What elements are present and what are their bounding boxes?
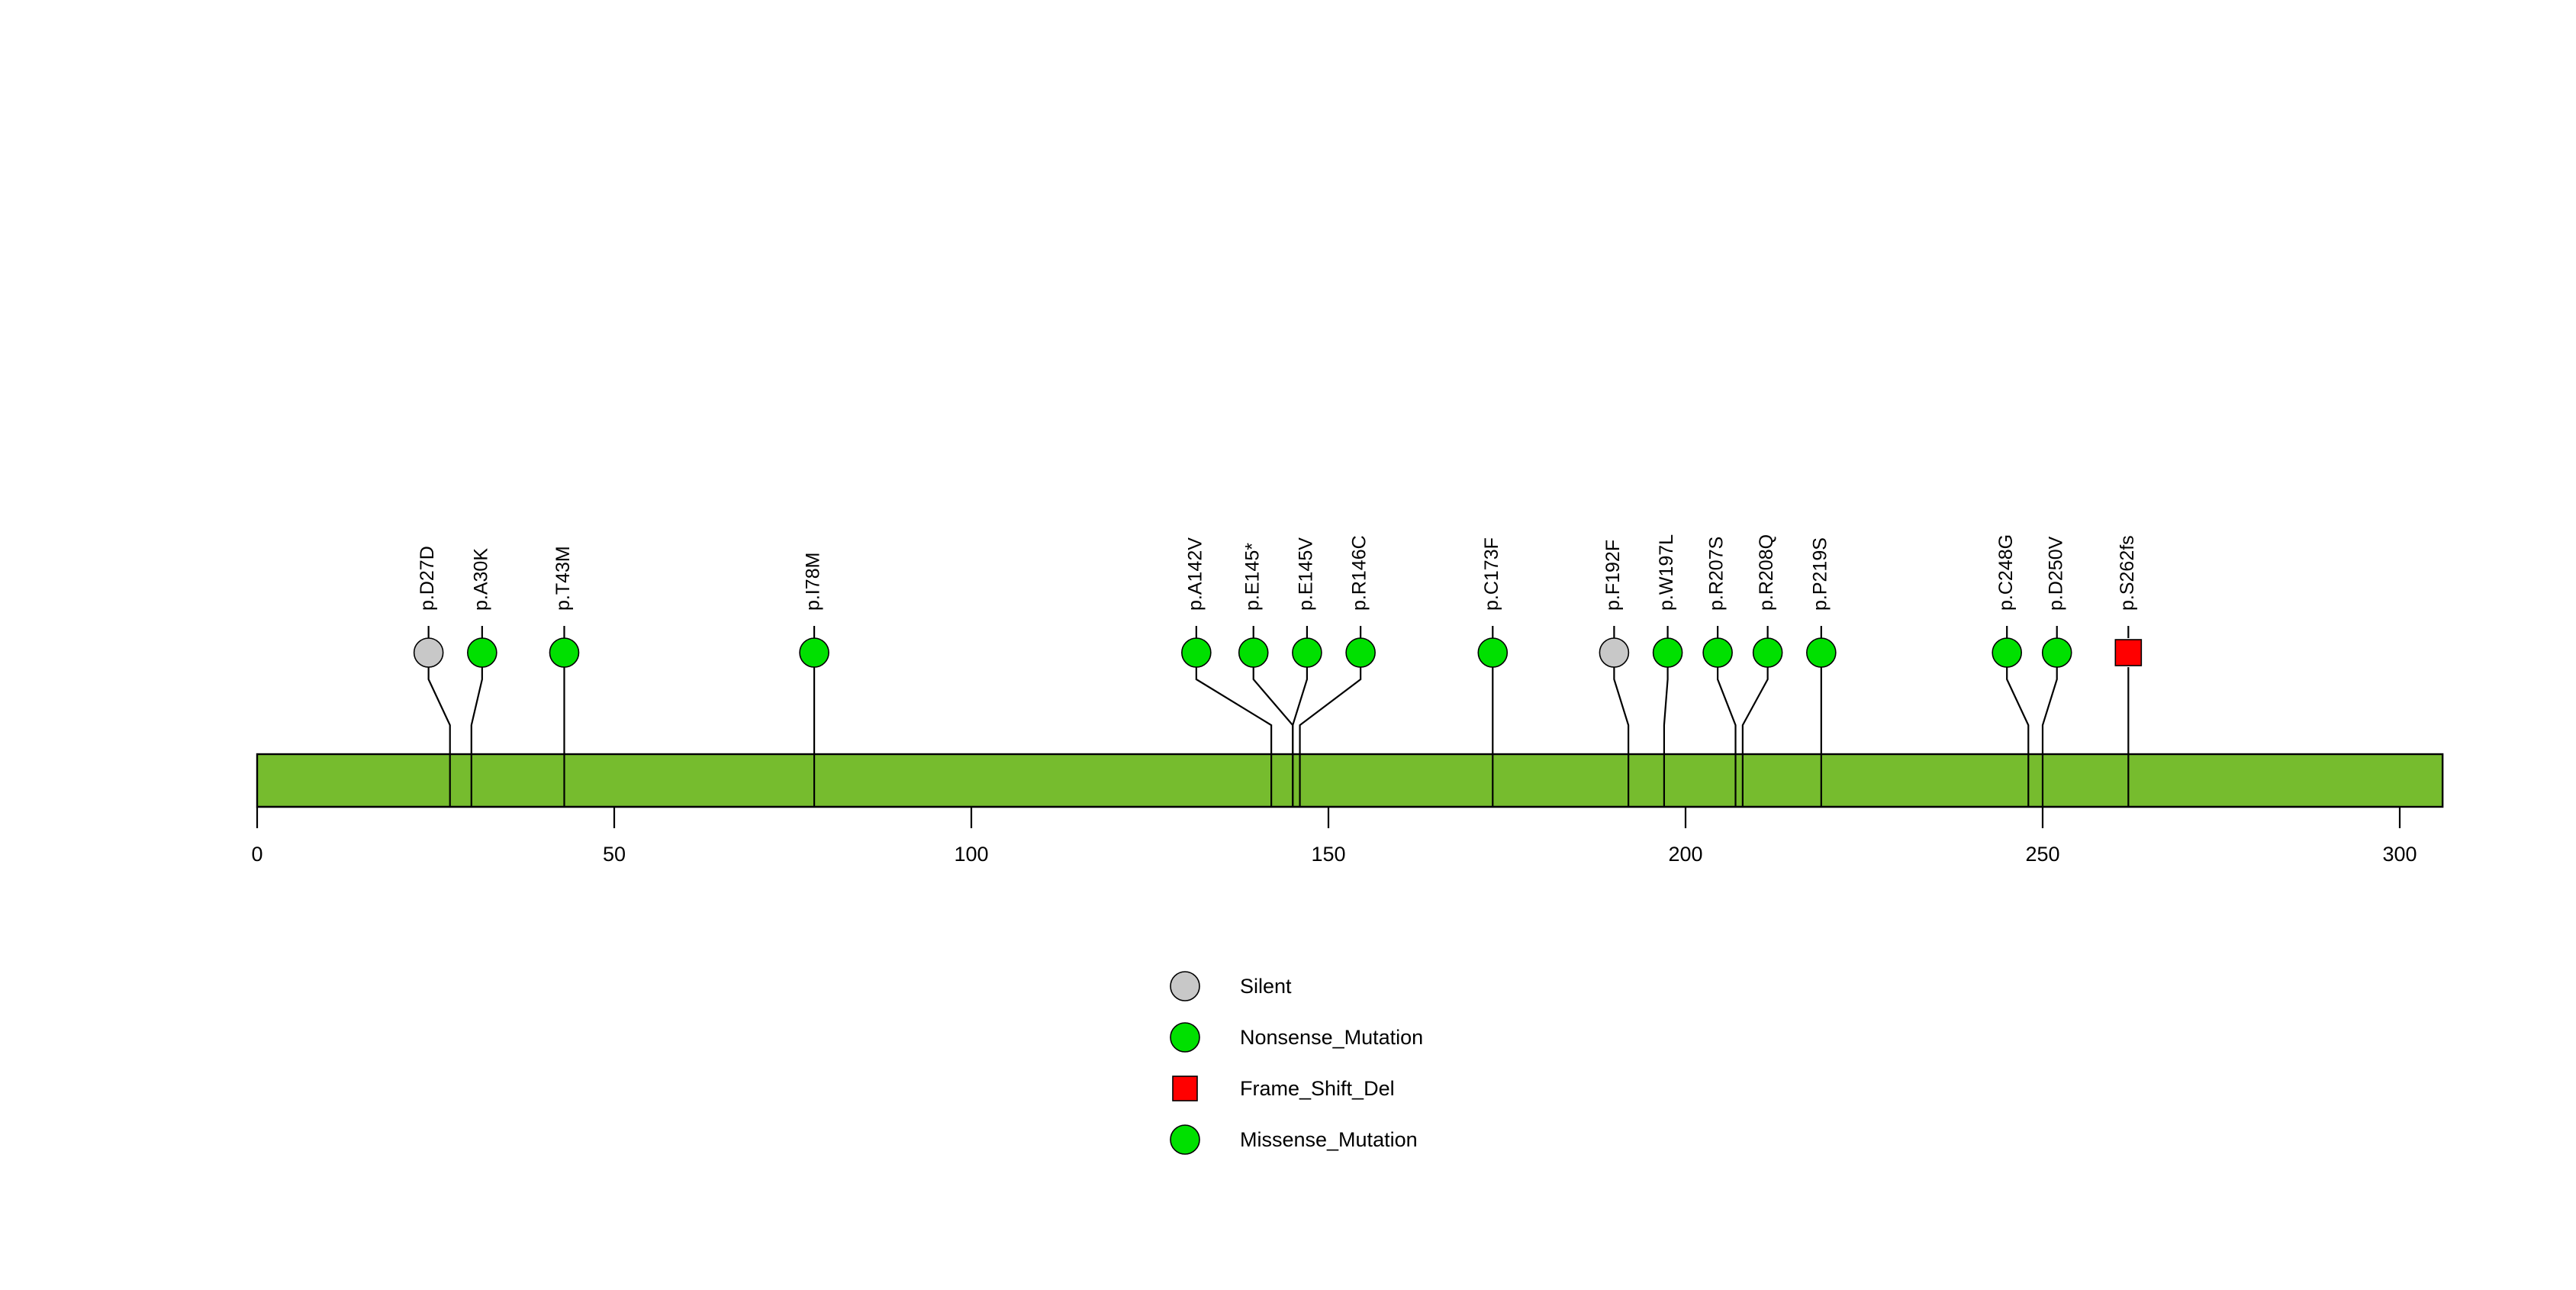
lollipop-marker-square[interactable] [2114,639,2143,666]
lollipop-stem [1717,667,1737,807]
x-axis-tick-label: 100 [954,843,988,866]
lollipop-stem [427,667,451,807]
legend-swatch-circle [1170,1022,1200,1053]
x-axis-tick-label: 150 [1311,843,1345,866]
x-axis-tick-label: 50 [603,843,626,866]
lollipop-marker-circle[interactable] [1752,637,1783,668]
lollipop-stem [1292,667,1309,807]
lollipop-marker-circle[interactable] [2041,637,2072,668]
legend-item-label: Missense_Mutation [1240,1128,1418,1151]
lollipop-marker-circle[interactable] [1238,637,1269,668]
lollipop-stem [1613,667,1630,807]
mutation-label: p.P219S [1809,537,1831,611]
mutation-label: p.S262fs [2117,535,2138,611]
lollipop-stems-group [427,626,2130,807]
mutation-label: p.D27D [417,546,438,611]
protein-backbone [256,753,2444,808]
x-axis-group: 0 50 100 150 200 250 300 [251,805,2417,866]
lollipop-marker-circle[interactable] [1992,637,2022,668]
lollipop-marker-circle[interactable] [413,637,444,668]
legend-item-label: Frame_Shift_Del [1240,1077,1395,1100]
legend-item-label: Silent [1240,975,1292,998]
mutation-labels-group: p.D27D p.A30K p.T43M p.I78M p.A142V p.E145* p.… [417,534,2138,611]
x-axis-tick-label: 250 [2025,843,2059,866]
mutation-label: p.A30K [470,548,491,611]
mutation-label: p.I78M [803,553,824,611]
lollipop-stem [470,667,483,807]
lollipop-marker-circle[interactable] [1652,637,1683,668]
legend-group: SilentNonsense_MutationFrame_Shift_DelMi… [1170,971,1423,1155]
mutation-label: p.C248G [1995,534,2017,611]
mutation-label: p.F192F [1602,540,1624,611]
lollipop-marker-circle[interactable] [1599,637,1630,668]
mutation-label: p.R146C [1349,535,1370,611]
lollipop-markers-group [413,637,2143,668]
lollipop-stem [1741,667,1769,807]
lollipop-marker-circle[interactable] [1345,637,1376,668]
mutation-label: p.R208Q [1756,534,1777,611]
protein-backbone-group [256,753,2444,808]
mutation-label: p.A142V [1184,537,1206,611]
legend-swatch-circle [1170,971,1200,1001]
lollipop-stem [1663,667,1669,807]
lollipop-marker-circle[interactable] [1181,637,1212,668]
mutation-label: p.T43M [552,546,574,611]
lollipop-marker-circle[interactable] [799,637,829,668]
legend-swatch-circle [1170,1124,1200,1155]
mutation-label: p.E145V [1296,537,1317,611]
lollipop-marker-circle[interactable] [467,637,497,668]
lollipop-marker-circle[interactable] [549,637,580,668]
lollipop-stem [1299,667,1362,807]
lollipop-stem [2041,667,2058,807]
lollipop-marker-circle[interactable] [1702,637,1733,668]
mutation-label: p.R207S [1706,537,1728,611]
mutation-label: p.D250V [2045,536,2066,611]
mutation-label: p.C173F [1481,537,1502,611]
mutation-label: p.W197L [1656,534,1677,611]
legend-item-label: Nonsense_Mutation [1240,1026,1423,1049]
x-axis-tick-label: 300 [2382,843,2417,866]
lollipop-stem [2006,667,2030,807]
x-axis-tick-label: 0 [251,843,262,866]
mutation-label: p.E145* [1241,543,1263,611]
lollipop-marker-circle[interactable] [1292,637,1322,668]
lollipop-marker-circle[interactable] [1477,637,1509,668]
lollipop-stem [1195,667,1273,807]
legend-swatch-square [1172,1076,1198,1101]
lollipop-marker-circle[interactable] [1806,637,1837,668]
x-axis-tick-label: 200 [1668,843,1702,866]
